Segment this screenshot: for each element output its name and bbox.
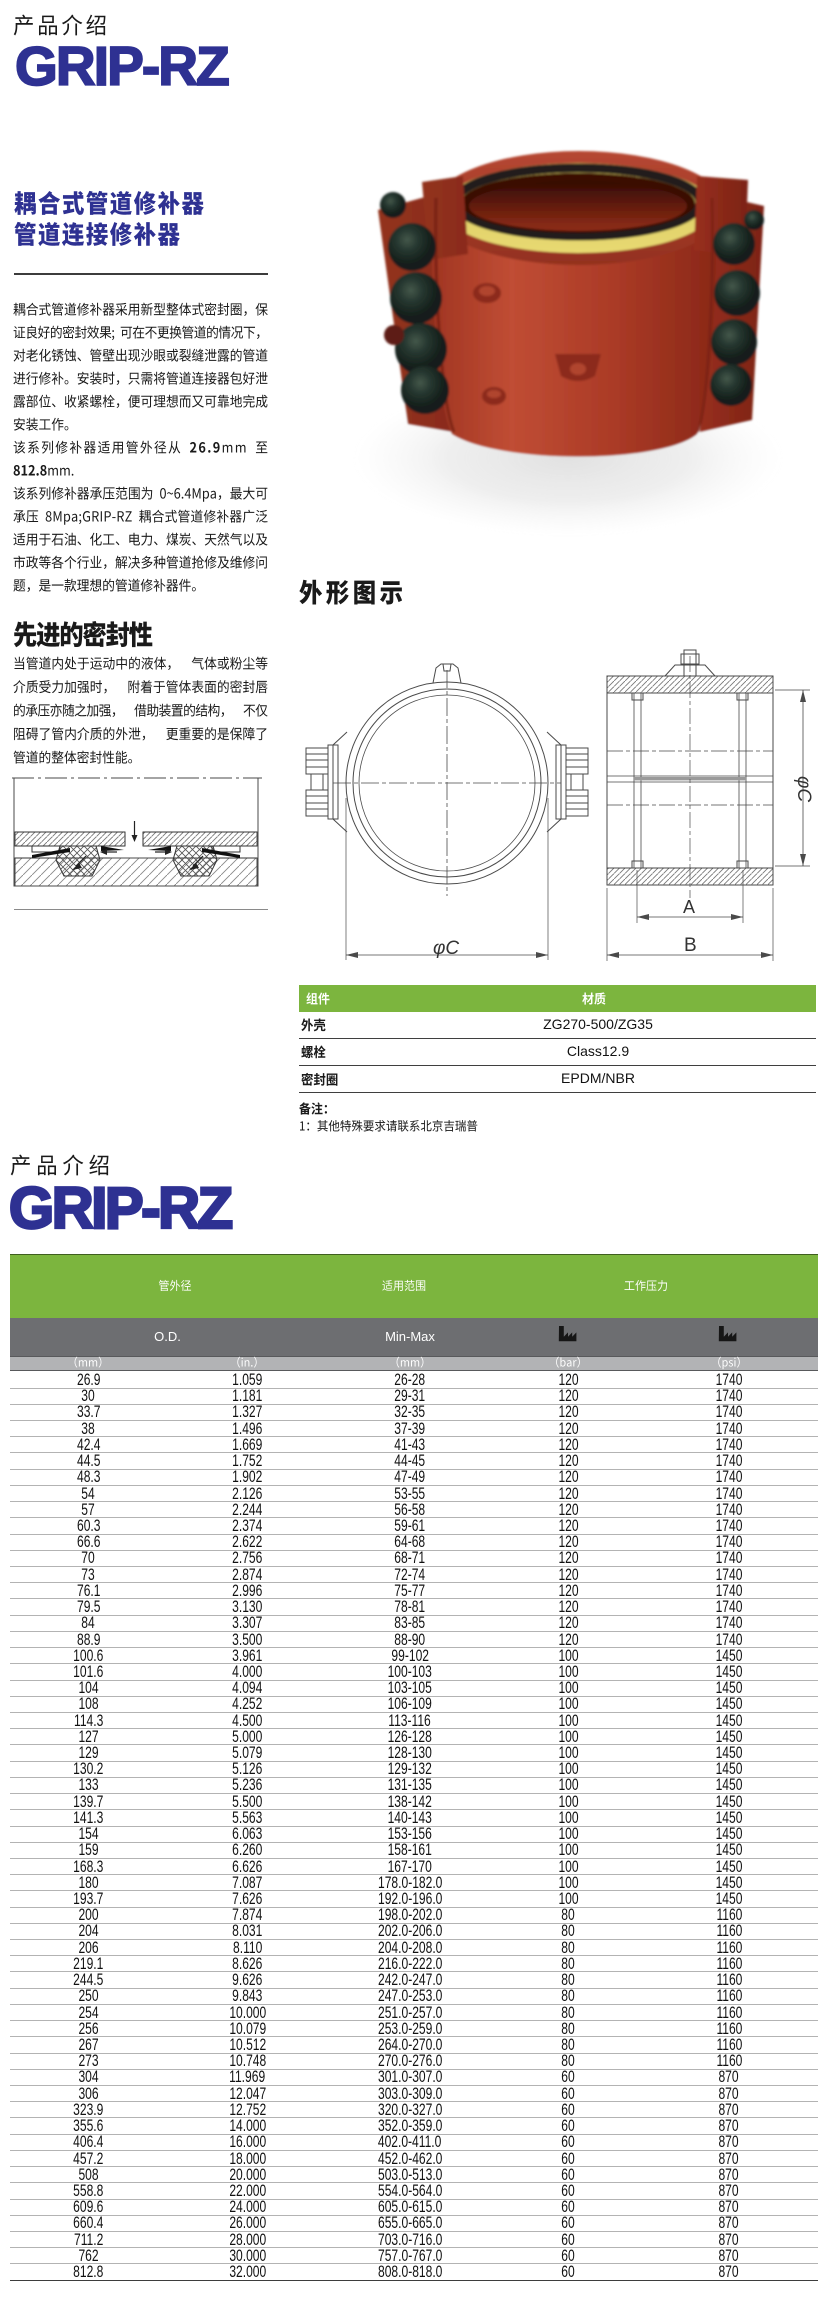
svg-text:B: B <box>684 935 697 956</box>
svg-text:φC: φC <box>433 938 459 959</box>
svg-text:φC: φC <box>793 776 814 802</box>
svg-text:A: A <box>683 897 695 917</box>
